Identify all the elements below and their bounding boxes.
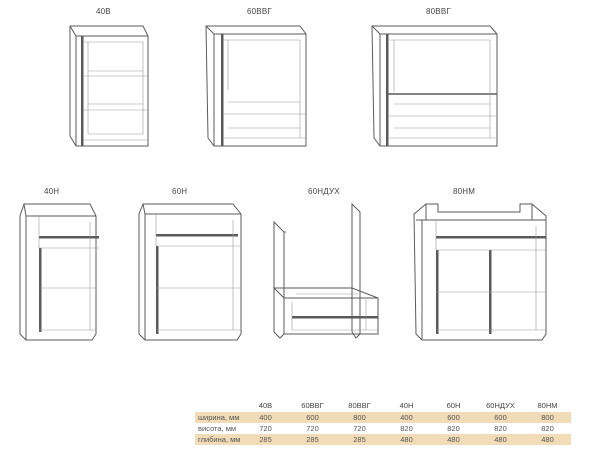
cabinet-label-80nm: 80НМ xyxy=(453,187,476,196)
cabinet-edge xyxy=(386,34,389,146)
table-cell: 285 xyxy=(289,434,336,445)
table-row: ширина, мм 400 600 800 400 600 600 800 xyxy=(195,412,571,423)
table-cell: 820 xyxy=(541,424,554,433)
table-cell: 820 xyxy=(400,424,413,433)
column-header: 60НДУХ xyxy=(486,400,515,410)
table-cell: 480 xyxy=(524,434,571,445)
cabinet-60n-drawing xyxy=(138,203,242,341)
drawer-edge xyxy=(292,316,378,319)
table-cell: 285 xyxy=(336,434,383,445)
cabinet-label-40b: 40В xyxy=(96,7,111,16)
door-edge xyxy=(156,246,159,334)
cabinet-60ndukh-drawing xyxy=(272,202,379,339)
cabinet-40n-drawing xyxy=(19,203,99,341)
cabinet-label-40n: 40Н xyxy=(44,187,60,196)
cabinet-outline xyxy=(371,25,498,147)
table-cell: 720 xyxy=(353,424,366,433)
row-label: висота, мм xyxy=(198,424,237,433)
table-cell: 400 xyxy=(242,412,289,423)
cabinet-40b-drawing xyxy=(69,25,149,147)
cabinet-edge xyxy=(81,36,84,146)
door-edge xyxy=(39,248,42,332)
cabinet-label-60ndukh: 60НДУХ xyxy=(308,187,340,196)
table-cell: 285 xyxy=(242,434,289,445)
left-panel xyxy=(273,220,285,339)
cabinet-80nm-drawing xyxy=(413,203,547,341)
base-shelf xyxy=(272,287,379,335)
table-cell: 720 xyxy=(259,424,272,433)
table-row: висота, мм 720 720 720 820 820 820 820 xyxy=(195,423,571,434)
drawer-edge xyxy=(39,236,99,239)
table-header-row: 40В 60ВВГ 80ВВГ 40Н 60Н 60НДУХ 80НМ xyxy=(195,398,571,412)
table-cell: 480 xyxy=(477,434,524,445)
cabinet-label-60n: 60Н xyxy=(172,187,188,196)
table-cell: 600 xyxy=(430,412,477,423)
cabinet-outline xyxy=(413,203,547,341)
table-cell: 820 xyxy=(494,424,507,433)
cabinet-label-60bvg: 60ВВГ xyxy=(247,7,272,16)
table-cell: 800 xyxy=(524,412,571,423)
column-header: 40В xyxy=(258,400,273,410)
cabinet-60bvg-drawing xyxy=(205,25,307,147)
front-rail-edge xyxy=(436,236,546,239)
column-header: 60Н xyxy=(446,400,461,410)
column-header: 60ВВГ xyxy=(301,400,324,410)
table-cell: 480 xyxy=(383,434,430,445)
cabinet-outline xyxy=(205,25,307,147)
row-label: глибина, мм xyxy=(195,434,242,445)
drawer-edge xyxy=(156,234,238,237)
table-cell: 480 xyxy=(430,434,477,445)
right-panel xyxy=(351,202,361,339)
table-cell: 400 xyxy=(383,412,430,423)
table-cell: 720 xyxy=(306,424,319,433)
table-cell: 600 xyxy=(289,412,336,423)
dimensions-table: 40В 60ВВГ 80ВВГ 40Н 60Н 60НДУХ 80НМ шири… xyxy=(195,398,571,445)
cabinet-80bvg-drawing xyxy=(371,25,498,147)
table-row: глибина, мм 285 285 285 480 480 480 480 xyxy=(195,434,571,445)
cabinet-outline xyxy=(69,25,149,147)
table-cell: 820 xyxy=(447,424,460,433)
table-cell: 800 xyxy=(336,412,383,423)
cabinet-label-80bvg: 80ВВГ xyxy=(426,7,451,16)
table-cell: 600 xyxy=(477,412,524,423)
cabinet-edge xyxy=(221,34,224,146)
row-label: ширина, мм xyxy=(195,412,242,423)
column-header: 80ВВГ xyxy=(348,400,371,410)
column-header: 40Н xyxy=(399,400,414,410)
column-header: 80НМ xyxy=(537,400,558,410)
cabinet-outline xyxy=(138,203,242,341)
cabinet-outline xyxy=(19,203,97,341)
